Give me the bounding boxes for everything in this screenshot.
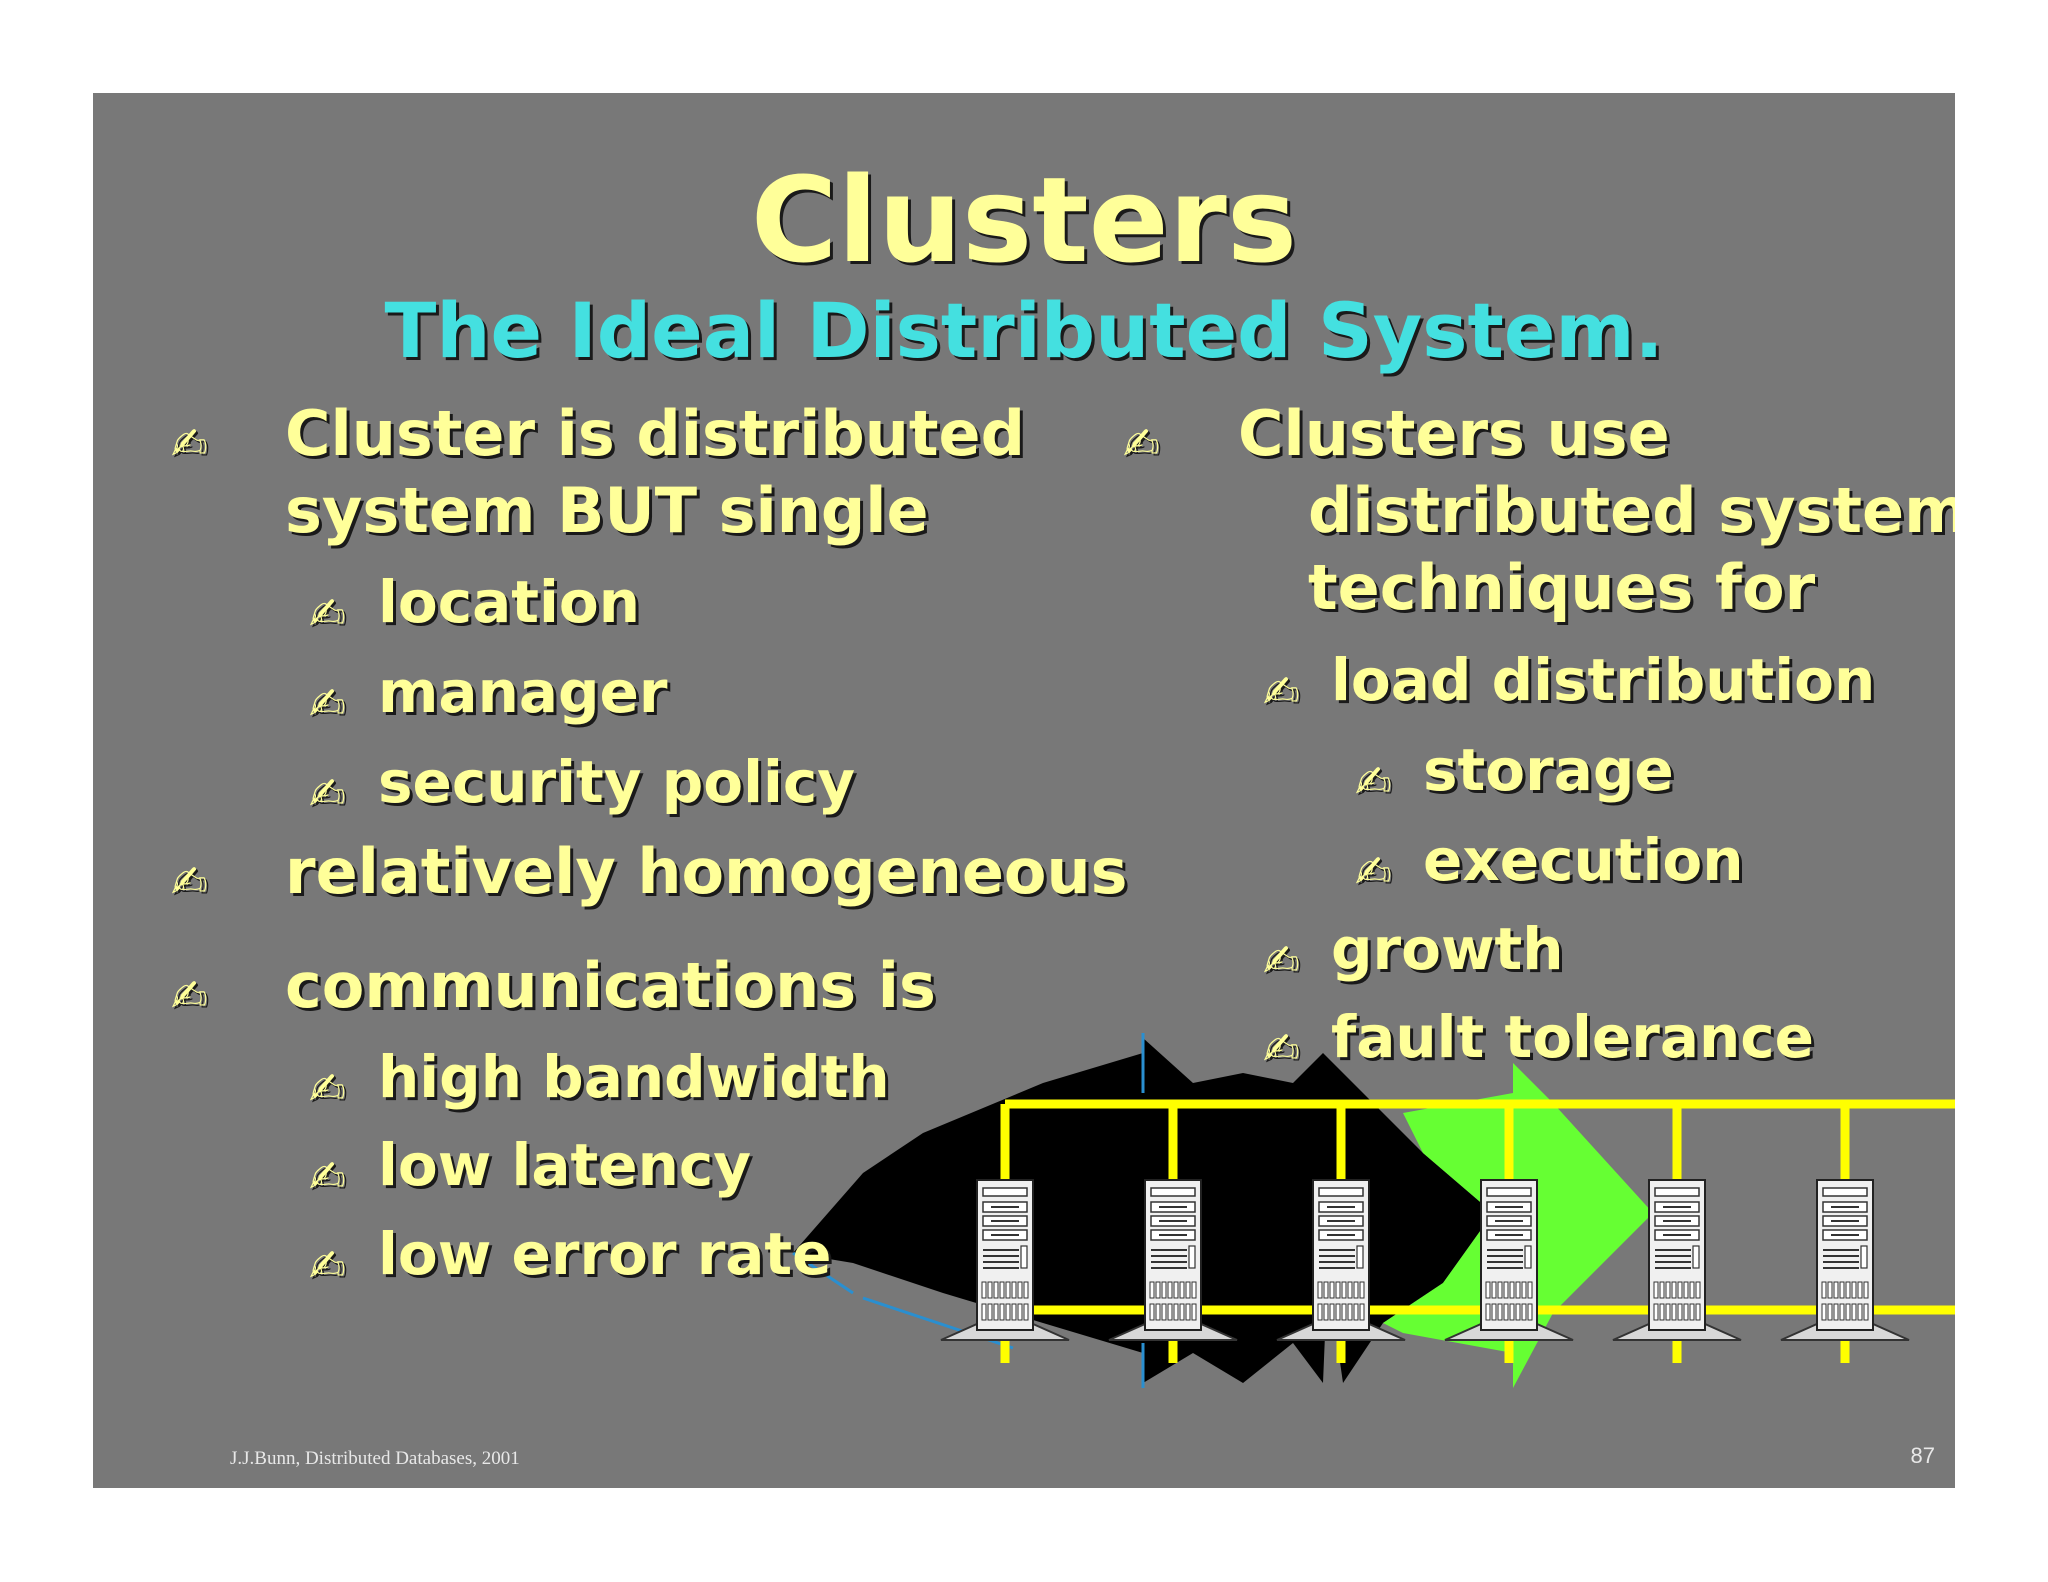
right-subsub-storage: storage bbox=[1423, 736, 1674, 804]
bullet-icon: ✍ bbox=[171, 971, 208, 1022]
server-icon bbox=[1444, 1179, 1574, 1341]
left-bullet-1-line-1: Cluster is distributed bbox=[285, 397, 1025, 470]
left-sub-low-error-rate: low error rate bbox=[378, 1220, 832, 1288]
slide-title: Clusters bbox=[750, 151, 1298, 289]
arrow-edge-blue bbox=[792, 1251, 854, 1295]
servers bbox=[940, 1179, 1910, 1341]
right-sub-load-distribution: load distribution bbox=[1331, 646, 1876, 714]
right-bullet-1-line-1: Clusters use bbox=[1238, 397, 1670, 470]
server-icon bbox=[1612, 1179, 1742, 1341]
bullet-icon: ✍ bbox=[171, 857, 208, 908]
left-sub-low-latency: low latency bbox=[378, 1131, 752, 1199]
bullet-icon: ✍ bbox=[1263, 667, 1300, 718]
bullet-icon: ✍ bbox=[1263, 1024, 1300, 1075]
bullet-icon: ✍ bbox=[171, 419, 208, 470]
slide: Clusters The Ideal Distributed System. ✍… bbox=[93, 93, 1955, 1488]
right-sub-growth: growth bbox=[1331, 915, 1564, 983]
left-sub-security-policy: security policy bbox=[378, 748, 856, 816]
slide-subtitle: The Ideal Distributed System. bbox=[384, 286, 1664, 375]
right-bullet-1-line-3: techniques for bbox=[1308, 551, 1816, 624]
right-sub-fault-tolerance: fault tolerance bbox=[1331, 1003, 1815, 1071]
bullet-icon: ✍ bbox=[1123, 419, 1160, 470]
cluster-diagram bbox=[792, 1033, 1955, 1388]
left-bullet-1-line-2: system BUT single bbox=[285, 474, 929, 547]
footer-credit: J.J.Bunn, Distributed Databases, 2001 bbox=[230, 1448, 520, 1469]
server-icon bbox=[1276, 1179, 1406, 1341]
right-subsub-execution: execution bbox=[1423, 826, 1744, 894]
server-icon bbox=[1780, 1179, 1910, 1341]
server-icon bbox=[940, 1179, 1070, 1341]
bullet-icon: ✍ bbox=[309, 1064, 346, 1115]
bullet-icon: ✍ bbox=[309, 769, 346, 820]
left-bullet-2: relatively homogeneous bbox=[285, 835, 1128, 908]
page-number: 87 bbox=[1910, 1443, 1935, 1468]
bullet-icon: ✍ bbox=[1355, 757, 1392, 808]
server-icon bbox=[1108, 1179, 1238, 1341]
left-sub-location: location bbox=[378, 568, 640, 636]
bullet-icon: ✍ bbox=[1355, 847, 1392, 898]
bullet-icon: ✍ bbox=[309, 1241, 346, 1292]
left-sub-manager: manager bbox=[378, 658, 668, 726]
left-bullet-3: communications is bbox=[285, 949, 936, 1022]
bullet-icon: ✍ bbox=[309, 1152, 346, 1203]
bullet-icon: ✍ bbox=[1263, 936, 1300, 987]
left-sub-high-bandwidth: high bandwidth bbox=[378, 1043, 890, 1111]
bullet-icon: ✍ bbox=[309, 679, 346, 730]
right-bullet-1-line-2: distributed system bbox=[1308, 474, 1955, 547]
bullet-icon: ✍ bbox=[309, 589, 346, 640]
